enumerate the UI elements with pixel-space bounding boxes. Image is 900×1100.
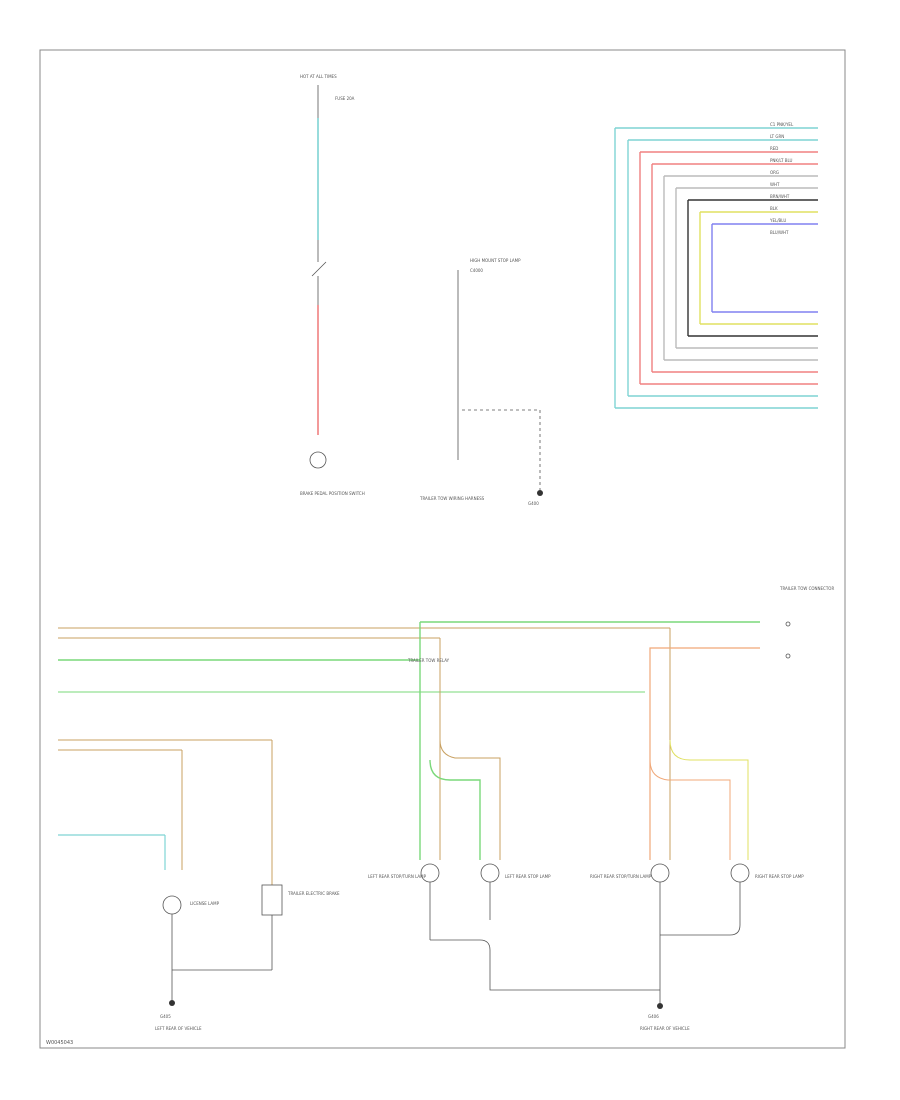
switch-label: BRAKE PEDAL POSITION SWITCH: [300, 491, 365, 496]
connector-6-label: BRN/WHT: [770, 194, 790, 199]
center-ground-label: G400: [528, 501, 539, 506]
connector-1-label: LT GRN: [770, 134, 784, 139]
connector-0-label: C1 PNK/YEL: [770, 122, 794, 127]
connector-4-label: ORG: [770, 170, 779, 175]
fuse-sub-label: FUSE 20A: [335, 96, 355, 101]
connector-8-label: YEL/BLU: [769, 218, 786, 223]
connector-9-label: BLU/WHT: [770, 230, 789, 235]
diagram-border: [39, 49, 846, 1049]
connector-2-label: RED: [770, 146, 778, 151]
center-lamp-label: HIGH MOUNT STOP LAMP: [470, 258, 521, 263]
license-lamp-label: LICENSE LAMP: [190, 901, 220, 906]
connector-3-label: PNK/LT BLU: [770, 158, 793, 163]
ground-bottom2-label: G406: [648, 1014, 659, 1019]
lamp-lf-label: LEFT REAR STOP/TURN LAMP: [368, 874, 427, 879]
page-id: W0045043: [46, 1040, 74, 1046]
ground-bottom-label: G405: [160, 1014, 171, 1019]
fuse-label: HOT AT ALL TIMES: [300, 74, 337, 79]
connector-5-label: WHT: [770, 182, 780, 187]
left-rear-label: LEFT REAR OF VEHICLE: [155, 1026, 202, 1031]
connector-block: [614, 127, 818, 409]
connector-7-label: BLK: [770, 206, 778, 211]
right-rear-label: RIGHT REAR OF VEHICLE: [640, 1026, 690, 1031]
trailer-brake-label: TRAILER ELECTRIC BRAKE: [287, 891, 340, 896]
right-connector-label: TRAILER TOW CONNECTOR: [779, 586, 834, 591]
center-lamp-sub-label: C4000: [470, 268, 483, 273]
lamp-rf-label: RIGHT REAR STOP/TURN LAMP: [590, 874, 652, 879]
lamp-rr-label: RIGHT REAR STOP LAMP: [755, 874, 804, 879]
trailer-relay-label: TRAILER TOW RELAY: [407, 658, 450, 663]
rear-wiring-label: TRAILER TOW WIRING HARNESS: [419, 496, 485, 501]
lamp-lr-label: LEFT REAR STOP LAMP: [505, 874, 551, 879]
